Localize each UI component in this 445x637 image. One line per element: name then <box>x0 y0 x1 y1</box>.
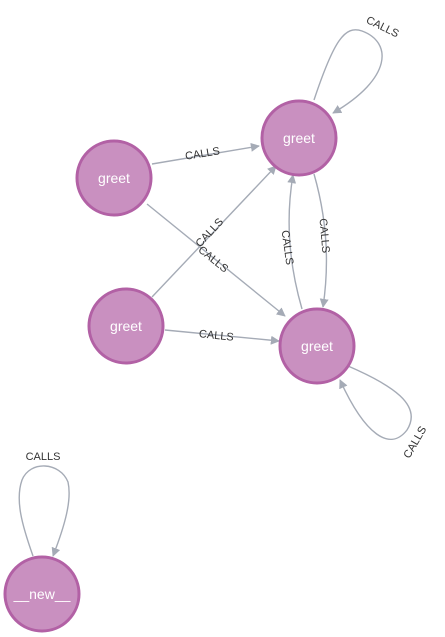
relationship-calls-n3-n2[interactable]: CALLS <box>151 165 277 298</box>
node-greet[interactable]: greet <box>87 287 165 365</box>
relationship-calls-n2-self[interactable]: CALLS <box>313 14 401 114</box>
node-circle[interactable] <box>3 555 81 633</box>
relationship-calls-n5-self[interactable]: CALLS <box>18 451 70 557</box>
relationship-calls-n4-n2[interactable]: CALLS <box>279 174 303 310</box>
relationship-label: CALLS <box>364 14 401 40</box>
node-circle[interactable] <box>278 307 356 385</box>
relationship-line <box>151 142 260 165</box>
relationship-label: CALLS <box>194 216 227 250</box>
relationship-line <box>164 329 280 345</box>
node-greet[interactable]: greet <box>75 139 153 217</box>
relationship-line <box>18 465 70 557</box>
relationship-label: CALLS <box>184 145 220 162</box>
relationship-calls-n3-n4[interactable]: CALLS <box>164 328 280 345</box>
relationship-line <box>313 173 329 308</box>
relationship-calls-n1-n2[interactable]: CALLS <box>151 142 260 165</box>
node-greet[interactable]: greet <box>278 307 356 385</box>
node-circle[interactable] <box>87 287 165 365</box>
relationship-line <box>287 174 303 310</box>
relationship-line <box>339 365 412 441</box>
relationship-label: CALLS <box>316 218 331 254</box>
nodes-layer: greet greet greet greet __new__ <box>3 99 356 633</box>
relationship-label: CALLS <box>26 451 61 463</box>
relationship-calls-n2-n4[interactable]: CALLS <box>313 173 331 308</box>
node-new[interactable]: __new__ <box>3 555 81 633</box>
relationship-label: CALLS <box>279 229 296 265</box>
relationship-label: CALLS <box>401 424 429 460</box>
node-greet[interactable]: greet <box>260 99 338 177</box>
node-circle[interactable] <box>75 139 153 217</box>
relationship-line <box>313 29 383 114</box>
relationship-line <box>151 165 277 298</box>
relationship-label: CALLS <box>198 328 234 344</box>
relationships-layer: CALLS CALLS CALLS CALLS CALLS CALLS <box>18 14 429 557</box>
relationship-line <box>146 203 286 317</box>
node-circle[interactable] <box>260 99 338 177</box>
relationship-calls-n4-self[interactable]: CALLS <box>339 365 429 461</box>
